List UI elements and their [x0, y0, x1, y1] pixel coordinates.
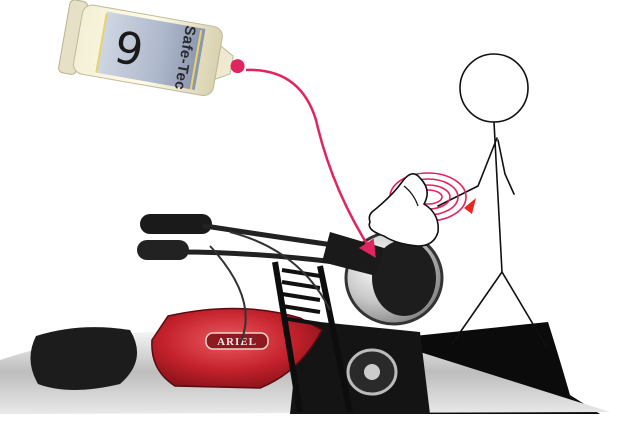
application-path-arrow	[246, 70, 372, 252]
stick-figure-icon	[438, 54, 546, 346]
lubricant-bottle-icon: 9 Safe-Tec	[58, 0, 251, 104]
tank-badge-text: ARIEL	[217, 336, 257, 348]
motorcycle: ARIEL	[0, 214, 610, 414]
knee-pad	[30, 327, 137, 390]
figure-head	[460, 54, 528, 122]
figure-right-arm	[438, 138, 497, 206]
figure-left-arm	[498, 140, 514, 194]
handlebar-grip-upper	[140, 214, 212, 234]
